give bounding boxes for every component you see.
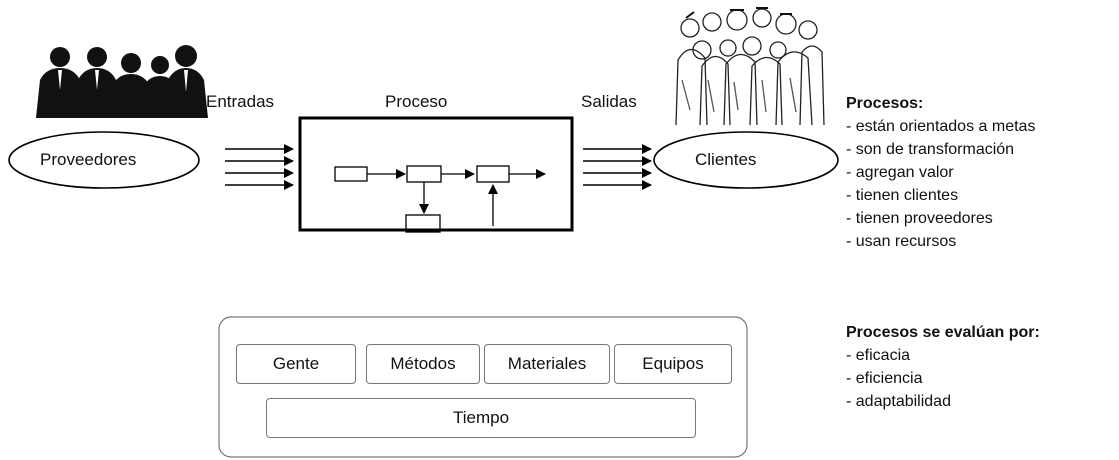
crowd-sketch-icon bbox=[675, 7, 825, 126]
suppliers-ellipse bbox=[8, 131, 200, 189]
processes-list: Procesos: - están orientados a metas - s… bbox=[846, 93, 1035, 253]
list-item: - están orientados a metas bbox=[846, 118, 1036, 135]
list-item: - eficiencia bbox=[846, 370, 923, 387]
clientes-label: Clientes bbox=[695, 150, 757, 169]
resource-tiempo: Tiempo bbox=[266, 398, 696, 438]
resources-container bbox=[218, 316, 748, 458]
customers-ellipse bbox=[653, 131, 839, 189]
processes-title: Procesos: bbox=[846, 95, 924, 112]
list-item: - usan recursos bbox=[846, 233, 957, 250]
process-box bbox=[298, 116, 574, 232]
proveedores-label: Proveedores bbox=[40, 150, 137, 169]
list-item: - agregan valor bbox=[846, 164, 954, 181]
business-people-icon bbox=[36, 45, 208, 118]
list-item: - tienen proveedores bbox=[846, 210, 993, 227]
proceso-label: Proceso bbox=[385, 92, 448, 111]
list-item: - tienen clientes bbox=[846, 187, 959, 204]
list-item: - adaptabilidad bbox=[846, 393, 951, 410]
evaluation-list: Procesos se evalúan por: - eficacia - ef… bbox=[846, 322, 1040, 413]
output-arrows bbox=[583, 144, 652, 190]
list-item: - son de transformación bbox=[846, 141, 1015, 158]
salidas-label: Salidas bbox=[581, 92, 637, 111]
input-arrows bbox=[225, 144, 294, 190]
resource-materiales: Materiales bbox=[484, 344, 610, 384]
process-flow bbox=[334, 165, 546, 233]
resource-metodos: Métodos bbox=[366, 344, 480, 384]
evaluation-title: Procesos se evalúan por: bbox=[846, 324, 1040, 341]
resource-gente: Gente bbox=[236, 344, 356, 384]
entradas-label: Entradas bbox=[206, 92, 275, 111]
list-item: - eficacia bbox=[846, 347, 911, 364]
resource-equipos: Equipos bbox=[614, 344, 732, 384]
